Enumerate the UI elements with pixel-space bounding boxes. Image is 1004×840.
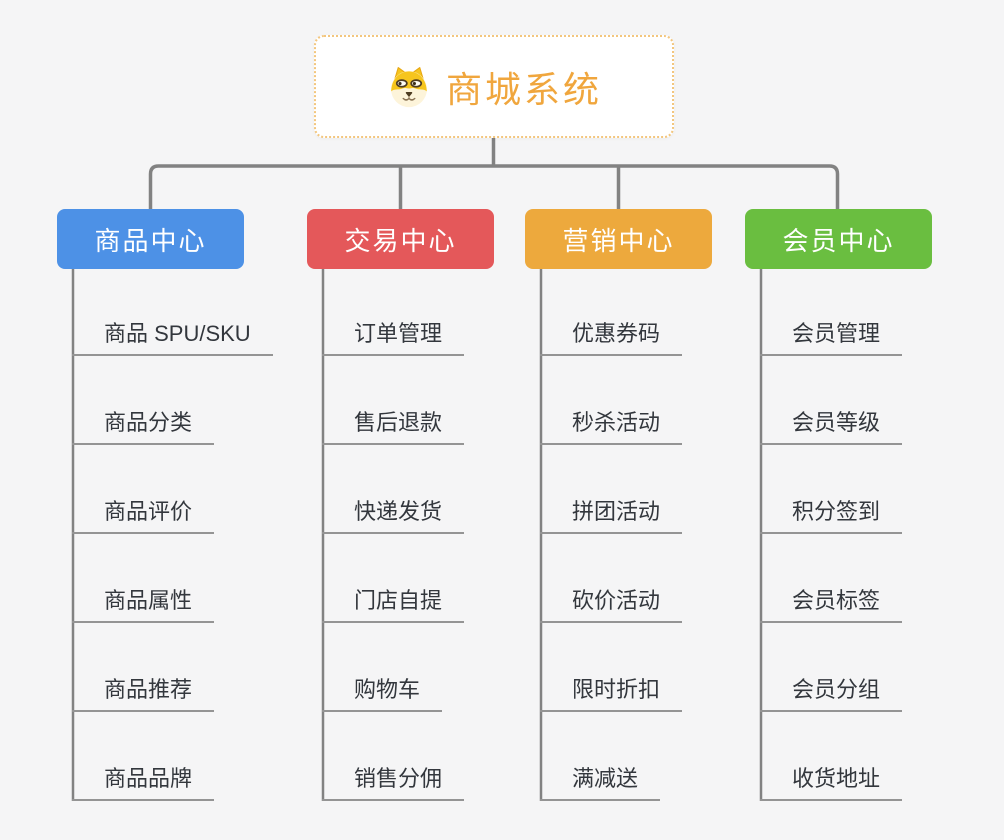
leaf-node[interactable]: 商品 SPU/SKU <box>72 320 273 356</box>
branch-label: 交易中心 <box>344 225 457 256</box>
leaf-node[interactable]: 秒杀活动 <box>540 409 683 445</box>
leaf-node[interactable]: 门店自提 <box>322 587 465 623</box>
dog-face-icon <box>391 66 427 107</box>
leaf-node[interactable]: 商品属性 <box>72 587 215 623</box>
leaf-node[interactable]: 砍价活动 <box>540 587 683 623</box>
leaf-node[interactable]: 限时折扣 <box>540 676 683 712</box>
leaf-node[interactable]: 商品评价 <box>72 498 215 534</box>
leaf-node[interactable]: 会员分组 <box>760 676 903 712</box>
leaf-node[interactable]: 商品分类 <box>72 409 215 445</box>
branch-label: 商品中心 <box>94 225 207 256</box>
leaf-node[interactable]: 售后退款 <box>322 409 465 445</box>
leaf-node[interactable]: 收货地址 <box>760 765 903 801</box>
leaf-node[interactable]: 优惠券码 <box>540 320 683 356</box>
branch-header-trade[interactable]: 交易中心 <box>307 209 494 269</box>
branch-label: 营销中心 <box>562 225 675 256</box>
leaf-node[interactable]: 商品品牌 <box>72 765 215 801</box>
leaf-node[interactable]: 会员等级 <box>760 409 903 445</box>
branch-header-members[interactable]: 会员中心 <box>745 209 932 269</box>
branch-header-products[interactable]: 商品中心 <box>57 209 244 269</box>
leaf-node[interactable]: 拼团活动 <box>540 498 683 534</box>
leaf-node[interactable]: 商品推荐 <box>72 676 215 712</box>
leaf-node[interactable]: 购物车 <box>322 676 443 712</box>
leaf-node[interactable]: 订单管理 <box>322 320 465 356</box>
leaf-node[interactable]: 会员标签 <box>760 587 903 623</box>
leaf-node[interactable]: 快递发货 <box>322 498 465 534</box>
root-node[interactable]: 商城系统 <box>314 35 674 138</box>
leaf-node[interactable]: 会员管理 <box>760 320 903 356</box>
branch-header-marketing[interactable]: 营销中心 <box>525 209 712 269</box>
leaf-node[interactable]: 销售分佣 <box>322 765 465 801</box>
leaf-node[interactable]: 满减送 <box>540 765 661 801</box>
branch-label: 会员中心 <box>782 225 895 256</box>
leaf-node[interactable]: 积分签到 <box>760 498 903 534</box>
root-title: 商城系统 <box>445 68 602 110</box>
